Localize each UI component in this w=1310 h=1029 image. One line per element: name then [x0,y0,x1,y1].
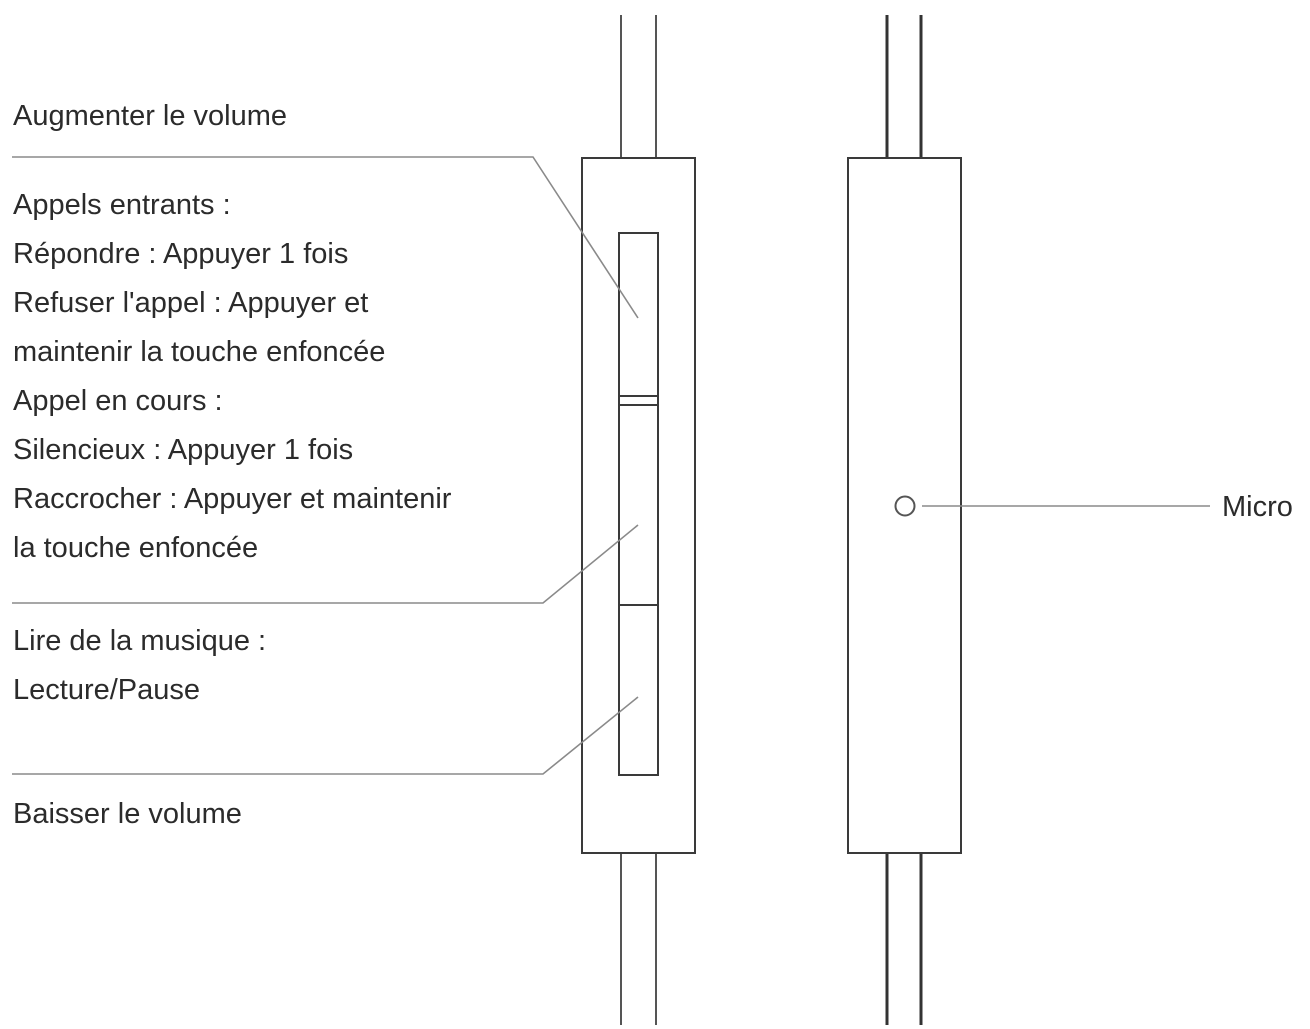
microphone-label: Micro [1222,491,1293,523]
back-cable-bottom [885,853,923,1025]
volume-down-label-text: Baisser le volume [13,798,242,830]
volume-up-button[interactable] [618,232,659,406]
leader-line-volume-down [12,696,639,775]
volume-down-label: Baisser le volume [13,790,242,839]
back-cable-top [885,15,923,158]
incoming-calls-heading: Appels entrants : [13,189,231,221]
hangup-instruction-line2: la touche enfoncée [13,532,259,564]
front-cable-bottom [620,853,657,1025]
volume-down-button[interactable] [618,604,659,776]
volume-up-label: Augmenter le volume [13,92,287,141]
call-controls-label: Appels entrants : Répondre : Appuyer 1 f… [13,181,451,573]
leader-line-multifunction [12,524,639,604]
hangup-instruction-line1: Raccrocher : Appuyer et maintenir [13,483,452,515]
mute-instruction: Silencieux : Appuyer 1 fois [13,434,354,466]
reject-instruction-line1: Refuser l'appel : Appuyer et [13,287,369,319]
ongoing-call-heading: Appel en cours : [13,385,223,417]
volume-up-label-text: Augmenter le volume [13,100,288,132]
leader-line-volume-up [12,156,639,319]
answer-instruction: Répondre : Appuyer 1 fois [13,238,349,270]
reject-instruction-line2: maintenir la touche enfoncée [13,336,386,368]
music-heading: Lire de la musique : [13,625,267,657]
music-controls-label: Lire de la musique : Lecture/Pause [13,617,266,715]
microphone-hole [894,495,916,517]
play-pause-instruction: Lecture/Pause [13,674,201,706]
front-cable-top [620,15,657,158]
multifunction-button[interactable] [618,404,659,606]
